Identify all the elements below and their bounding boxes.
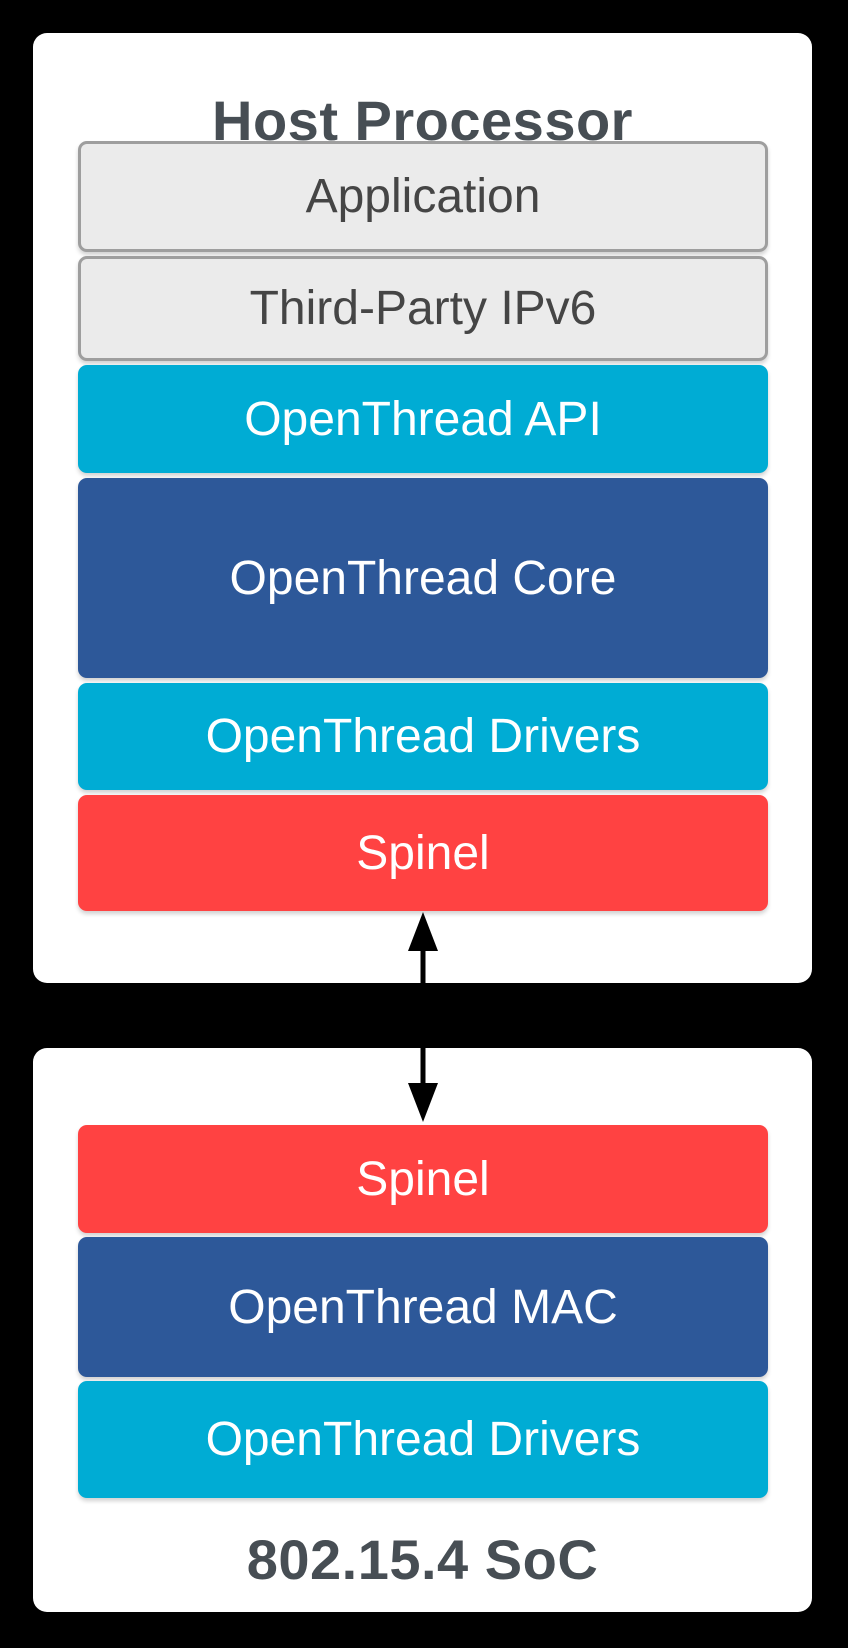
layer-openthread-drivers-host-label: OpenThread Drivers	[205, 710, 641, 763]
soc-panel: Spinel OpenThread MAC OpenThread Drivers…	[33, 1048, 812, 1612]
layer-openthread-drivers-soc: OpenThread Drivers	[78, 1381, 768, 1498]
layer-spinel-host: Spinel	[78, 795, 768, 911]
layer-spinel-soc-label: Spinel	[356, 1152, 490, 1206]
soc-title: 802.15.4 SoC	[246, 1528, 599, 1591]
layer-spinel-host-label: Spinel	[356, 826, 490, 880]
layer-third-party-ipv6: Third-Party IPv6	[78, 256, 768, 361]
layer-openthread-mac-label: OpenThread MAC	[228, 1280, 618, 1334]
layer-application-label: Application	[305, 170, 541, 223]
layer-openthread-api-label: OpenThread API	[244, 392, 602, 446]
layer-openthread-drivers-host: OpenThread Drivers	[78, 683, 768, 790]
layer-openthread-mac: OpenThread MAC	[78, 1237, 768, 1377]
layer-openthread-api: OpenThread API	[78, 365, 768, 473]
layer-application: Application	[78, 141, 768, 252]
layer-openthread-core-label: OpenThread Core	[229, 551, 617, 605]
host-processor-panel: Host Processor Application Third-Party I…	[33, 33, 812, 983]
layer-third-party-ipv6-label: Third-Party IPv6	[249, 282, 597, 335]
layer-openthread-drivers-soc-label: OpenThread Drivers	[205, 1413, 641, 1466]
layer-spinel-soc: Spinel	[78, 1125, 768, 1233]
spinel-connection-arrow-icon	[408, 912, 438, 1122]
layer-openthread-core: OpenThread Core	[78, 478, 768, 678]
